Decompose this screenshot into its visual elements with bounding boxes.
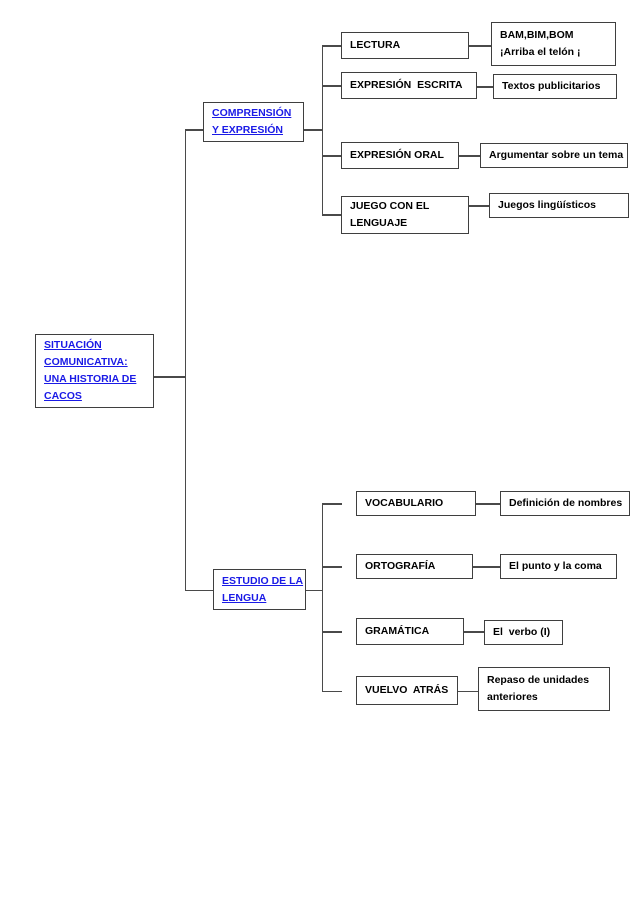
node-expresion-oral-label: EXPRESIÓN ORAL bbox=[350, 149, 444, 161]
node-juego-line-2: LENGUAJE bbox=[350, 217, 408, 229]
connector-branch-2-child-2 bbox=[321, 566, 342, 568]
node-vuelvo-atras[interactable]: VUELVO ATRÁS bbox=[356, 676, 458, 705]
connector-branch-1-bus bbox=[321, 45, 323, 214]
node-ortografia-label: ORTOGRAFÍA bbox=[365, 560, 436, 572]
node-branch-2-line-1: ESTUDIO DE LA bbox=[222, 574, 304, 587]
connector-detail-expresion-escrita bbox=[477, 86, 494, 88]
node-detail-textos-publicitarios[interactable]: Textos publicitarios bbox=[493, 74, 617, 99]
node-detail-el-verbo[interactable]: El verbo (I) bbox=[484, 620, 563, 645]
connector-branch-2-stub bbox=[306, 589, 323, 591]
node-branch-1-line-1: COMPRENSIÓN bbox=[212, 107, 292, 119]
connector-root-stub bbox=[154, 376, 186, 378]
node-vocabulario-label: VOCABULARIO bbox=[365, 497, 444, 509]
node-branch-2-line-2: LENGUA bbox=[222, 591, 267, 604]
node-detail-juegos-linguisticos-label: Juegos lingüísticos bbox=[498, 199, 597, 211]
node-branch-estudio-de-la-lengua[interactable]: ESTUDIO DE LA LENGUA bbox=[213, 569, 306, 610]
node-detail-repaso-line-1: Repaso de unidades bbox=[487, 674, 590, 686]
node-detail-lectura-line-2: ¡Arriba el telón ¡ bbox=[500, 46, 581, 58]
node-gramatica-label: GRAMÁTICA bbox=[365, 625, 430, 637]
node-detail-textos-publicitarios-label: Textos publicitarios bbox=[502, 80, 601, 92]
connector-branch-1-child-3 bbox=[321, 155, 342, 157]
node-ortografia[interactable]: ORTOGRAFÍA bbox=[356, 554, 473, 579]
node-gramatica[interactable]: GRAMÁTICA bbox=[356, 618, 464, 645]
connector-detail-juego bbox=[469, 205, 489, 207]
node-detail-punto-coma-label: El punto y la coma bbox=[509, 560, 602, 572]
node-vuelvo-atras-label: VUELVO ATRÁS bbox=[365, 684, 449, 696]
connector-detail-expresion-oral bbox=[459, 155, 481, 157]
connector-branch-1-child-1 bbox=[321, 45, 342, 47]
node-lectura[interactable]: LECTURA bbox=[341, 32, 469, 59]
node-detail-definicion-de-nombres[interactable]: Definición de nombres bbox=[500, 491, 630, 516]
connector-branch-2-child-1 bbox=[321, 503, 342, 505]
node-detail-definicion-label: Definición de nombres bbox=[509, 497, 623, 509]
node-root-line-1: SITUACIÓN bbox=[44, 339, 102, 351]
connector-main-trunk bbox=[184, 129, 186, 591]
node-detail-argumentar[interactable]: Argumentar sobre un tema bbox=[480, 143, 628, 168]
node-detail-repaso-unidades[interactable]: Repaso de unidades anteriores bbox=[478, 667, 610, 711]
connector-detail-vocabulario bbox=[476, 503, 501, 505]
node-juego-con-el-lenguaje[interactable]: JUEGO CON EL LENGUAJE bbox=[341, 196, 469, 234]
node-branch-1-line-2: Y EXPRESIÓN bbox=[212, 124, 283, 136]
node-root-line-3: UNA HISTORIA DE bbox=[44, 373, 137, 385]
connector-trunk-to-branch-1 bbox=[184, 129, 204, 131]
node-detail-lectura-line-1: BAM,BIM,BOM bbox=[500, 29, 574, 41]
connector-trunk-to-branch-2 bbox=[184, 589, 214, 591]
connector-detail-ortografia bbox=[473, 566, 501, 568]
connector-branch-2-child-3 bbox=[321, 631, 342, 633]
connector-branch-2-bus bbox=[321, 503, 323, 691]
node-root[interactable]: SITUACIÓN COMUNICATIVA: UNA HISTORIA DE … bbox=[35, 334, 154, 408]
node-expresion-escrita[interactable]: EXPRESIÓN ESCRITA bbox=[341, 72, 477, 99]
node-expresion-escrita-label: EXPRESIÓN ESCRITA bbox=[350, 79, 463, 91]
node-detail-el-punto-y-la-coma[interactable]: El punto y la coma bbox=[500, 554, 617, 579]
node-vocabulario[interactable]: VOCABULARIO bbox=[356, 491, 476, 516]
connector-branch-2-child-4 bbox=[321, 690, 342, 692]
connector-detail-gramatica bbox=[464, 631, 484, 633]
node-juego-line-1: JUEGO CON EL bbox=[350, 200, 430, 212]
node-root-line-4: CACOS bbox=[44, 390, 82, 402]
connector-detail-lectura bbox=[469, 45, 491, 47]
connector-branch-1-child-4 bbox=[321, 214, 342, 216]
node-detail-el-verbo-label: El verbo (I) bbox=[493, 626, 551, 638]
node-detail-repaso-line-2: anteriores bbox=[487, 691, 538, 703]
node-expresion-oral[interactable]: EXPRESIÓN ORAL bbox=[341, 142, 459, 169]
node-detail-argumentar-label: Argumentar sobre un tema bbox=[489, 149, 624, 161]
connector-detail-vuelvo-atras bbox=[458, 690, 479, 692]
connector-branch-1-stub bbox=[303, 129, 323, 131]
node-lectura-label: LECTURA bbox=[350, 39, 401, 51]
connector-branch-1-child-2 bbox=[321, 85, 342, 87]
node-detail-juegos-linguisticos[interactable]: Juegos lingüísticos bbox=[489, 193, 629, 218]
node-branch-comprension-y-expresion[interactable]: COMPRENSIÓN Y EXPRESIÓN bbox=[203, 102, 304, 142]
node-root-line-2: COMUNICATIVA: bbox=[44, 356, 128, 368]
node-detail-lectura[interactable]: BAM,BIM,BOM ¡Arriba el telón ¡ bbox=[491, 22, 616, 66]
